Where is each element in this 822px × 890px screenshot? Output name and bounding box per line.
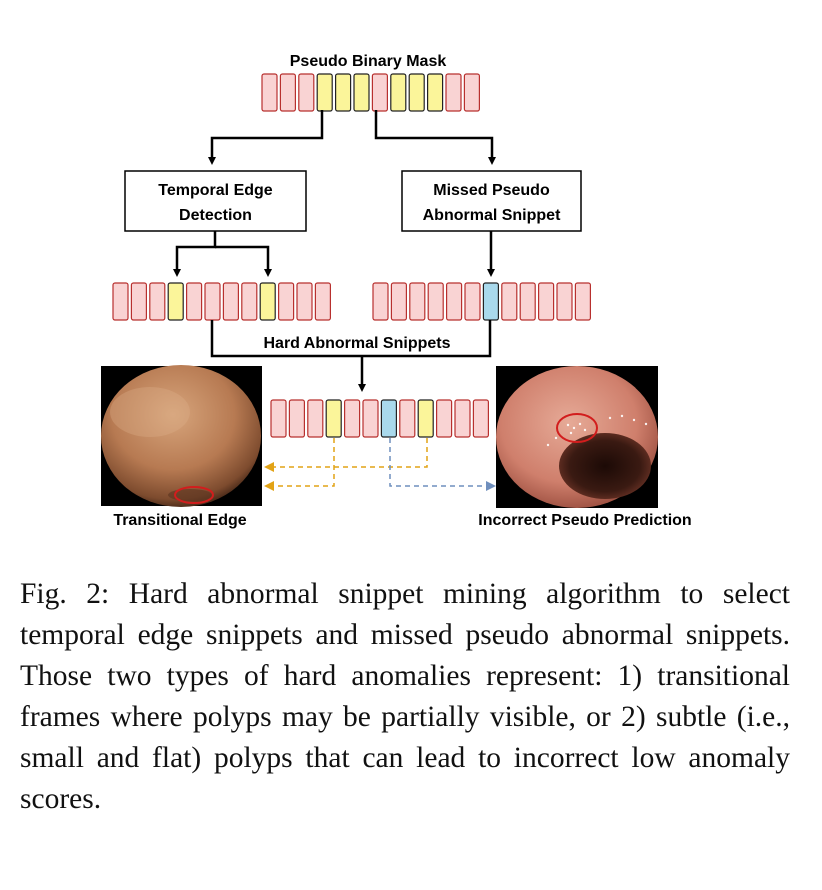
- missed-snippet: [482, 282, 499, 321]
- normal-snippet: [130, 282, 147, 321]
- normal-snippet: [445, 73, 462, 112]
- normal-snippet: [344, 399, 361, 438]
- hard-snippet-mining-diagram: Pseudo Binary Mask Temporal Edge Detecti…: [101, 53, 692, 529]
- abnormal-snippet: [427, 73, 444, 112]
- transitional-edge-label: Transitional Edge: [113, 512, 246, 529]
- abnormal-snippet: [316, 73, 333, 112]
- pseudo-mask-label: Pseudo Binary Mask: [290, 53, 447, 70]
- normal-snippet: [270, 399, 287, 438]
- abnormal-snippet: [353, 73, 370, 112]
- normal-snippet: [261, 73, 278, 112]
- missed-pseudo-box: Missed Pseudo Abnormal Snippet: [401, 170, 582, 232]
- normal-snippet: [409, 282, 426, 321]
- normal-snippet: [279, 73, 296, 112]
- normal-snippet: [362, 399, 379, 438]
- mask-connectors: [208, 110, 496, 165]
- incorrect-prediction-image: [496, 366, 658, 508]
- normal-snippet: [241, 282, 258, 321]
- abnormal-snippet: [325, 399, 342, 438]
- missed-pseudo-line1: Missed Pseudo: [433, 182, 550, 199]
- normal-snippet: [436, 399, 453, 438]
- abnormal-snippet: [335, 73, 352, 112]
- normal-snippet: [314, 282, 331, 321]
- merge-connector: [210, 320, 492, 392]
- normal-snippet: [112, 282, 129, 321]
- temporal-edge-line1: Temporal Edge: [158, 182, 272, 199]
- missed-pseudo-row: [372, 282, 592, 321]
- temporal-edge-line2: Detection: [179, 207, 252, 224]
- box-connectors: [173, 231, 495, 277]
- lesion-circle-right: [556, 413, 598, 443]
- pseudo-mask-row: [261, 73, 480, 112]
- abnormal-snippet: [390, 73, 407, 112]
- normal-snippet: [372, 282, 389, 321]
- temporal-edge-row: [112, 282, 331, 321]
- abnormal-snippet: [167, 282, 184, 321]
- pointer-arrows: [264, 438, 496, 491]
- hard-snippets-row: [270, 399, 489, 438]
- figure-caption: Fig. 2: Hard abnormal snippet mining alg…: [20, 578, 790, 815]
- normal-snippet: [149, 282, 166, 321]
- normal-snippet: [296, 282, 313, 321]
- transitional-edge-image: [101, 365, 262, 507]
- normal-snippet: [371, 73, 388, 112]
- abnormal-snippet: [417, 399, 434, 438]
- normal-snippet: [427, 282, 444, 321]
- hard-snippets-label: Hard Abnormal Snippets: [264, 335, 451, 352]
- normal-snippet: [222, 282, 239, 321]
- normal-snippet: [446, 282, 463, 321]
- abnormal-snippet: [408, 73, 425, 112]
- normal-snippet: [519, 282, 536, 321]
- abnormal-snippet: [259, 282, 276, 321]
- normal-snippet: [556, 282, 573, 321]
- normal-snippet: [399, 399, 416, 438]
- normal-snippet: [204, 282, 221, 321]
- normal-snippet: [463, 73, 480, 112]
- normal-snippet: [278, 282, 295, 321]
- normal-snippet: [307, 399, 324, 438]
- normal-snippet: [537, 282, 555, 321]
- normal-snippet: [464, 282, 481, 321]
- normal-snippet: [574, 282, 592, 321]
- lesion-circle-left: [174, 486, 214, 504]
- normal-snippet: [298, 73, 315, 112]
- normal-snippet: [288, 399, 305, 438]
- missed-snippet: [380, 399, 397, 438]
- normal-snippet: [472, 399, 489, 438]
- temporal-edge-box: Temporal Edge Detection: [124, 170, 307, 232]
- missed-pseudo-line2: Abnormal Snippet: [423, 207, 561, 224]
- normal-snippet: [454, 399, 471, 438]
- normal-snippet: [186, 282, 203, 321]
- normal-snippet: [501, 282, 518, 321]
- incorrect-prediction-label: Incorrect Pseudo Prediction: [478, 512, 691, 529]
- normal-snippet: [390, 282, 407, 321]
